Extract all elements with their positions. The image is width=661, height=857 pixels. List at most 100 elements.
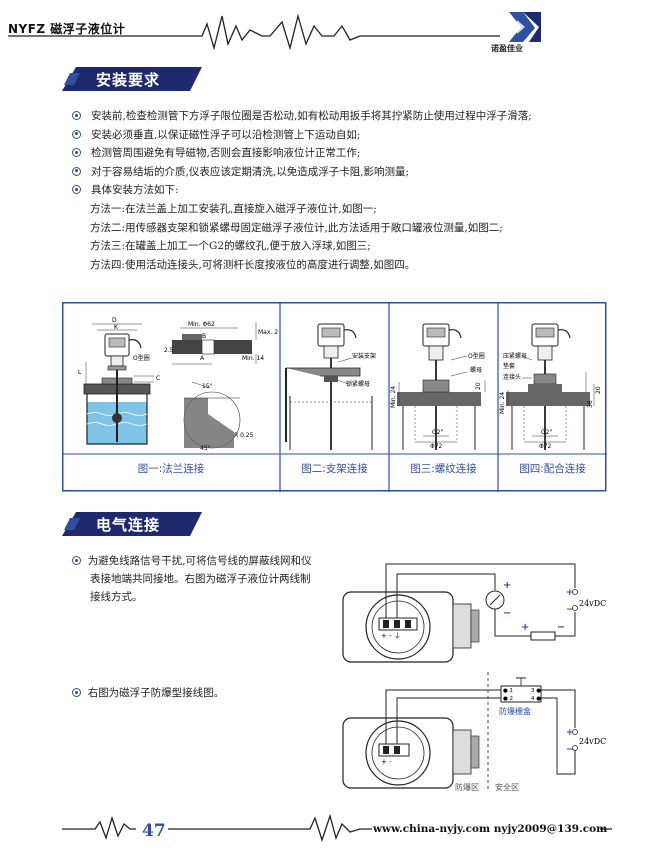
wiring-diagram-two-wire: + - ⏚ + − + − + − 24vDC xyxy=(342,563,606,663)
svg-text:+: + xyxy=(566,728,574,738)
term-labels-2: + - xyxy=(381,758,392,766)
fig1-label-B: B xyxy=(202,333,206,340)
bullet-icon xyxy=(72,688,81,697)
bullet-text: 安装必须垂直,以保证磁性浮子可以沿检测管上下运动自如; xyxy=(91,128,361,141)
fig1-label-min62: Min. Φ62 xyxy=(188,321,215,328)
fig1-label-K: K xyxy=(114,324,119,331)
voltage-label-2: 24vDC xyxy=(579,737,606,746)
svg-text:3 ●: 3 ● xyxy=(531,688,541,694)
fig4-label-sleeve: 垫套 xyxy=(503,362,515,370)
install-bullet-5: 具体安装方法如下: xyxy=(72,181,532,200)
zone-safe-label: 安全区 xyxy=(495,782,519,792)
para1-line-2: 表接地端共同接地。右图为磁浮子液位计两线制 xyxy=(90,573,311,585)
fig2-label-bracket: 安装支架 xyxy=(352,352,376,360)
electrical-para-2: 右图为磁浮子防爆型接线图。 xyxy=(72,684,224,702)
banner-shape xyxy=(62,512,202,536)
fig4-label-presnut: 压紧螺母 xyxy=(503,352,527,360)
figure-3-labels: O型圈 螺母 Min. 24 20 G2" Φ72 xyxy=(390,352,485,450)
figure-1-flange xyxy=(83,322,257,449)
float-ball xyxy=(112,413,122,423)
figure-2-caption: 图二:支架连接 xyxy=(301,463,368,475)
fig4-label-joint: 连接头 xyxy=(503,373,521,381)
figure-4-caption: 图四:配合连接 xyxy=(519,463,586,475)
install-bullet-1: 安装前,检查检测管下方浮子限位圈是否松动,如有松动用扳手将其拧紧防止使用过程中浮… xyxy=(72,107,532,126)
install-bullet-3: 检测管周围避免有导磁物,否则会直接影响液位计正常工作; xyxy=(72,144,532,163)
install-section-banner: 安装要求 xyxy=(62,67,202,91)
figure-4-union xyxy=(506,323,595,450)
bullet-icon xyxy=(72,185,81,195)
svg-text:−: − xyxy=(566,605,574,615)
electrical-para-1: 为避免线路信号干扰,可将信号线的屏蔽线网和仪 表接地端共同接地。右图为磁浮子液位… xyxy=(72,552,312,606)
para1-line-3: 接线方式。 xyxy=(90,591,143,603)
bullet-text: 安装前,检查检测管下方浮子限位圈是否松动,如有松动用扳手将其拧紧防止使用过程中浮… xyxy=(91,110,532,122)
footer-contact: www.china-nyjy.com nyjy2009@139.com xyxy=(373,823,608,835)
fig4-label-g2: G2" xyxy=(541,429,552,436)
barrier-label: 防爆栅盒 xyxy=(499,706,531,716)
svg-text:● 1: ● 1 xyxy=(503,688,513,694)
fig1-label-45deg: 45° xyxy=(200,445,211,452)
figure-1-caption: 图一:法兰连接 xyxy=(137,463,205,475)
banner-shape xyxy=(62,67,202,91)
figure-1-labels: D K O型圈 Min. Φ62 B 2.5 Max. 2 Min. 14 15… xyxy=(78,317,278,452)
svg-text:−: − xyxy=(503,608,511,619)
fig1-label-C: C xyxy=(156,375,160,382)
para1-line-1: 为避免线路信号干扰,可将信号线的屏蔽线网和仪 xyxy=(87,555,312,567)
svg-text:+: + xyxy=(521,622,529,633)
fig1-label-15deg: 15° xyxy=(202,383,213,390)
term-labels-1: + - ⏚ xyxy=(381,632,401,640)
figure-2-bracket xyxy=(285,323,373,450)
electrical-section-title: 电气连接 xyxy=(96,516,161,534)
fig3-label-min24: Min. 24 xyxy=(390,386,397,408)
fig1-label-2.5: 2.5 xyxy=(164,347,174,354)
bullet-icon xyxy=(72,166,81,176)
fig1-label-r025: R 0.25 xyxy=(234,432,254,439)
fig3-label-20: 20 xyxy=(475,382,482,390)
fig1-label-min14: Min. 14 xyxy=(242,355,264,362)
bullet-text: 检测管周围避免有导磁物,否则会直接影响液位计正常工作; xyxy=(91,147,361,160)
svg-text:● 2: ● 2 xyxy=(503,696,513,702)
fig3-label-oring: O型圈 xyxy=(468,352,485,360)
fig1-label-max2: Max. 2 xyxy=(258,329,278,336)
fig1-label-L: L xyxy=(78,369,82,376)
installation-figures-panel: D K O型圈 Min. Φ62 B 2.5 Max. 2 Min. 14 15… xyxy=(62,302,607,492)
fig1-label-oring: O型圈 xyxy=(133,354,150,362)
electrical-section-banner: 电气连接 xyxy=(62,512,202,536)
svg-text:4 ●: 4 ● xyxy=(531,696,541,702)
bullet-text: 具体安装方法如下: xyxy=(91,184,179,197)
install-bullet-2: 安装必须垂直,以保证磁性浮子可以沿检测管上下运动自如; xyxy=(72,126,532,145)
fig1-label-A: A xyxy=(200,355,205,362)
bullet-icon xyxy=(72,148,81,158)
brand-logo xyxy=(509,12,541,42)
install-section-title: 安装要求 xyxy=(96,71,161,89)
method-1: 方法一:在法兰盖上加工安装孔,直接旋入磁浮子液位计,如图一; xyxy=(90,202,377,215)
fig4-label-min24: Min. 24 xyxy=(499,392,506,414)
fig4-label-36: 36 xyxy=(587,400,594,408)
figure-3-caption: 图三:螺纹连接 xyxy=(410,463,477,475)
zone-hazard-label: 防爆区 xyxy=(455,782,479,792)
figure-3-thread xyxy=(397,323,486,450)
footer-wave-line xyxy=(62,813,612,843)
brand-name: 诺盈佳业 xyxy=(491,44,523,53)
fig3-label-phi72: Φ72 xyxy=(430,443,443,450)
fig4-label-20: 20 xyxy=(595,386,602,394)
svg-text:+: + xyxy=(503,580,511,591)
document-title: NYFZ 磁浮子液位计 xyxy=(8,22,126,36)
voltage-label-1: 24vDC xyxy=(579,599,606,608)
install-bullets: 安装前,检查检测管下方浮子限位圈是否松动,如有松动用扳手将其拧紧防止使用过程中浮… xyxy=(72,107,532,274)
svg-text:−: − xyxy=(557,622,565,633)
install-bullet-4: 对于容易结垢的介质,仪表应该定期清洗,以免造成浮子卡阻,影响测量; xyxy=(72,163,532,182)
bullet-icon xyxy=(72,111,81,120)
bullet-icon xyxy=(72,129,81,139)
method-3: 方法三:在罐盖上加工一个G2的螺纹孔,便于放入浮球,如图三; xyxy=(90,240,371,253)
svg-text:−: − xyxy=(566,745,574,755)
method-4: 方法四:使用活动连接头,可将测杆长度按液位的高度进行调整,如图四。 xyxy=(90,258,416,271)
wiring-diagram-explosion-proof: + - ● 1 ● 2 3 ● 4 ● 防爆栅盒 + − 24vDC 防爆区 安… xyxy=(342,672,606,792)
fig3-label-nut: 螺母 xyxy=(470,366,482,374)
svg-text:+: + xyxy=(566,588,574,598)
fig1-label-D: D xyxy=(112,317,117,324)
bullet-text: 对于容易结垢的介质,仪表应该定期清洗,以免造成浮子卡阻,影响测量; xyxy=(91,165,410,178)
method-2: 方法二:用传感器支架和锁紧螺母固定磁浮子液位计,此方法适用于敞口罐液位测量,如图… xyxy=(90,221,503,234)
bullet-icon xyxy=(72,556,81,565)
figure-4-labels: 压紧螺母 垫套 连接头 Min. 24 20 36 G2" Φ72 xyxy=(499,352,602,450)
header-wave-line xyxy=(8,13,500,51)
